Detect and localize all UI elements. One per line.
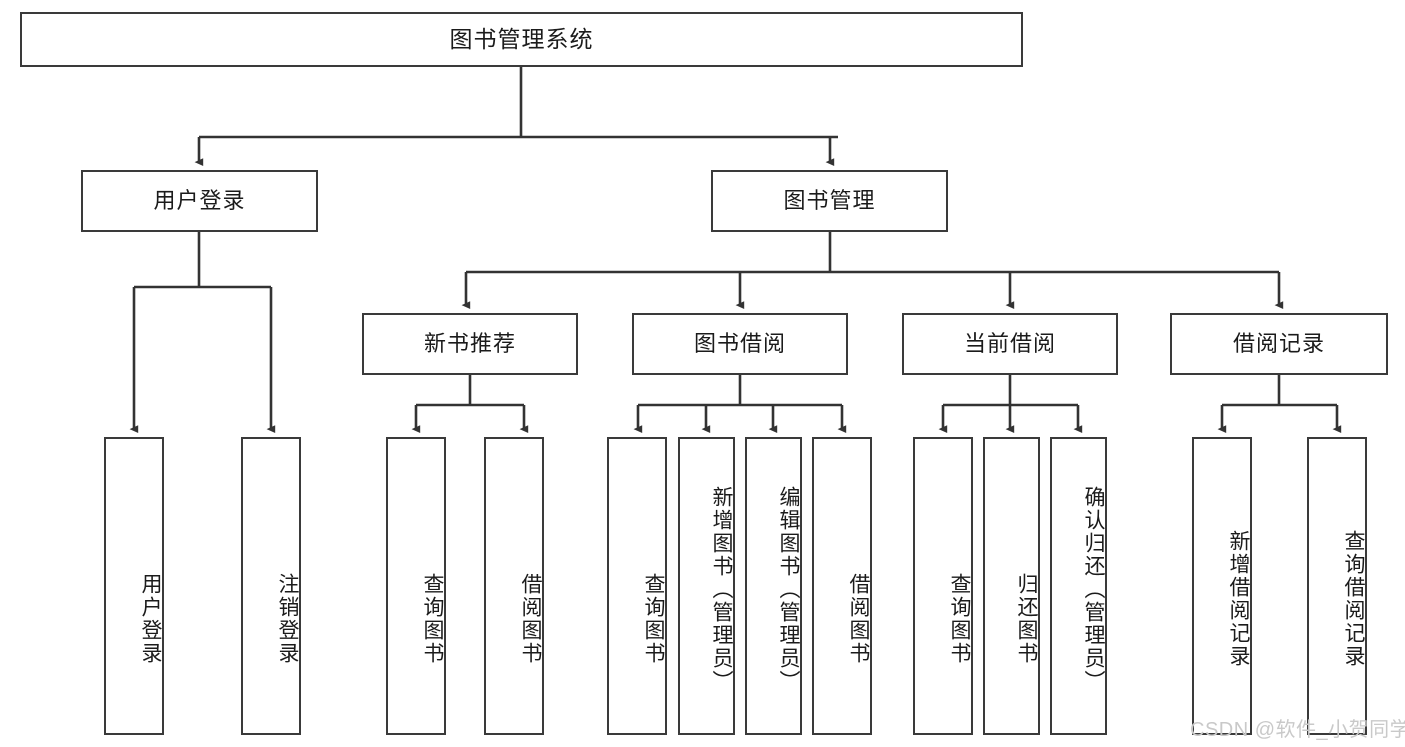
leaf-borrow-book-1[interactable]: 借阅图书	[484, 437, 544, 735]
leaf-confirm-return[interactable]: 确认归还（管理员）	[1050, 437, 1107, 735]
leaf-query-borrow-record[interactable]: 查询借阅记录	[1307, 437, 1367, 735]
node-user-login[interactable]: 用户登录	[81, 170, 318, 232]
leaf-borrow-book-2[interactable]: 借阅图书	[812, 437, 872, 735]
leaf-add-borrow-record[interactable]: 新增借阅记录	[1192, 437, 1252, 735]
leaf-add-book[interactable]: 新增图书（管理员）	[678, 437, 735, 735]
node-root[interactable]: 图书管理系统	[20, 12, 1023, 67]
leaf-query-book-1[interactable]: 查询图书	[386, 437, 446, 735]
watermark: CSDN @软件_小贺同学	[1190, 719, 1405, 741]
leaf-logout[interactable]: 注销登录	[241, 437, 301, 735]
node-current-borrow[interactable]: 当前借阅	[902, 313, 1118, 375]
leaf-query-book-2[interactable]: 查询图书	[607, 437, 667, 735]
node-new-book-recommend[interactable]: 新书推荐	[362, 313, 578, 375]
node-book-management[interactable]: 图书管理	[711, 170, 948, 232]
leaf-edit-book[interactable]: 编辑图书（管理员）	[745, 437, 802, 735]
node-book-borrow[interactable]: 图书借阅	[632, 313, 848, 375]
leaf-query-book-3[interactable]: 查询图书	[913, 437, 973, 735]
leaf-return-book[interactable]: 归还图书	[983, 437, 1040, 735]
node-borrow-record[interactable]: 借阅记录	[1170, 313, 1388, 375]
leaf-user-login[interactable]: 用户登录	[104, 437, 164, 735]
